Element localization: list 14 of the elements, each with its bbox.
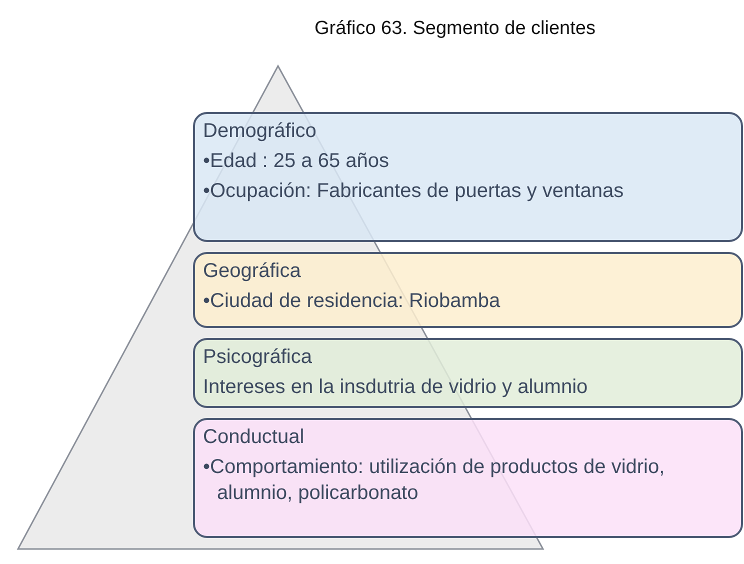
segment-detail: Intereses en la insdutria de vidrio y alumnio bbox=[203, 375, 589, 400]
segment-detail: •Comportamiento: utilización de productos de vidrio, alumnio, policarbonato bbox=[203, 455, 666, 506]
segment-heading: Geográfica bbox=[203, 259, 302, 284]
segment-heading: Psicográfica bbox=[203, 345, 313, 370]
segment-heading: Conductual bbox=[203, 425, 306, 450]
segment-detail: •Ciudad de residencia: Riobamba bbox=[203, 289, 502, 314]
segment-heading: Demográfico bbox=[203, 119, 318, 144]
segment-box bbox=[193, 252, 743, 328]
segment-box bbox=[193, 338, 743, 408]
diagram-title: Gráfico 63. Segmento de clientes bbox=[314, 18, 596, 40]
segment-box bbox=[193, 112, 743, 242]
segment-detail: •Edad : 25 a 65 años bbox=[203, 149, 390, 174]
segment-detail: •Ocupación: Fabricantes de puertas y ventanas bbox=[203, 179, 625, 204]
segment-box bbox=[193, 418, 743, 538]
